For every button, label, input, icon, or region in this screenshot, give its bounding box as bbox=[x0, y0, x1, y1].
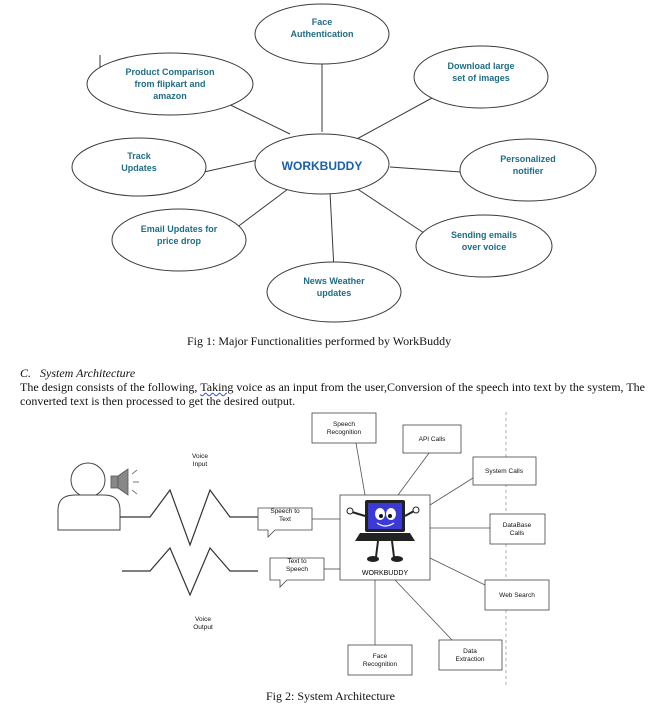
face-recognition-box bbox=[347, 644, 413, 676]
speech-recognition-label: Speech bbox=[333, 421, 355, 428]
personalized-notifier-node bbox=[459, 138, 597, 202]
system-calls-box bbox=[472, 456, 537, 486]
sending-emails-label: over voice bbox=[462, 242, 507, 252]
api-calls-label: API Calls bbox=[419, 436, 446, 443]
data-extraction-label: Data bbox=[463, 648, 477, 655]
para-text-1: The design consists of the following, bbox=[20, 380, 201, 394]
speech-to-text-label: Speech to bbox=[270, 508, 300, 515]
voice-output-label: Output bbox=[193, 624, 213, 631]
web-search-label: Web Search bbox=[499, 592, 535, 599]
voice-input-label: Voice bbox=[192, 453, 208, 460]
section-heading: C. System Architecture bbox=[20, 366, 135, 381]
download-images-label: set of images bbox=[452, 73, 510, 83]
fig1-connectors bbox=[203, 64, 462, 271]
track-updates-label: Updates bbox=[121, 163, 157, 173]
database-calls-label: Calls bbox=[510, 530, 525, 537]
database-calls-box bbox=[489, 513, 546, 545]
fig2-connectors bbox=[355, 442, 490, 645]
news-weather-label: updates bbox=[317, 288, 352, 298]
face-recognition-label: Face bbox=[373, 653, 388, 660]
voice-output-wave bbox=[122, 546, 258, 597]
speech-recognition-box bbox=[311, 412, 377, 444]
voice-input-label: Input bbox=[193, 461, 208, 468]
product-comparison-label: amazon bbox=[153, 91, 187, 101]
speech-recognition-label: Recognition bbox=[327, 429, 362, 436]
download-images-label: Download large bbox=[447, 61, 514, 71]
fig1-caption: Fig 1: Major Functionalities performed b… bbox=[187, 334, 452, 348]
sending-emails-label: Sending emails bbox=[451, 230, 517, 240]
speech-to-text-bubble bbox=[257, 507, 313, 538]
email-updates-label: Email Updates for bbox=[141, 224, 218, 234]
face-auth-label: Authentication bbox=[291, 29, 354, 39]
email-updates-label: price drop bbox=[157, 236, 202, 246]
section-paragraph: The design consists of the following, Ta… bbox=[20, 380, 645, 408]
product-comparison-label: Product Comparison bbox=[125, 67, 214, 77]
speaker-icon bbox=[110, 468, 139, 496]
para-text-misspelled: Taking bbox=[200, 380, 234, 394]
api-calls-box bbox=[402, 424, 462, 454]
email-updates-node bbox=[111, 208, 247, 272]
text-to-speech-label: Speech bbox=[286, 566, 308, 573]
database-calls-label: DataBase bbox=[503, 522, 532, 529]
personalized-notifier-label: Personalized bbox=[500, 154, 556, 164]
download-images-node bbox=[413, 45, 549, 109]
speech-to-text-label: Text bbox=[279, 516, 291, 523]
face-recognition-label: Recognition bbox=[363, 661, 398, 668]
system-calls-label: System Calls bbox=[485, 468, 524, 475]
text-to-speech-bubble bbox=[269, 557, 325, 588]
product-comparison-node bbox=[86, 52, 254, 116]
user-icon bbox=[57, 462, 121, 531]
web-search-box bbox=[484, 579, 550, 611]
news-weather-node bbox=[266, 261, 402, 323]
section-title: System Architecture bbox=[40, 366, 136, 380]
data-extraction-label: Extraction bbox=[456, 656, 485, 663]
data-extraction-box bbox=[438, 639, 503, 671]
para-text-2: voice as an input from the user,Conversi… bbox=[20, 380, 645, 408]
workbuddy-box-label: WORKBUDDY bbox=[362, 570, 409, 577]
face-auth-label: Face bbox=[312, 17, 333, 27]
voice-input-wave bbox=[120, 488, 258, 547]
track-updates-label: Track bbox=[127, 151, 152, 161]
laptop-mascot-icon bbox=[346, 500, 420, 562]
section-number: C. bbox=[20, 366, 32, 380]
text-to-speech-label: Text to bbox=[287, 558, 307, 565]
fig1-center-label: WORKBUDDY bbox=[282, 159, 363, 173]
personalized-notifier-label: notifier bbox=[513, 166, 544, 176]
fig2-caption: Fig 2: System Architecture bbox=[266, 689, 395, 703]
product-comparison-label: from flipkart and bbox=[134, 79, 205, 89]
workbuddy-center-node bbox=[254, 133, 390, 195]
sending-emails-node bbox=[415, 214, 553, 278]
news-weather-label: News Weather bbox=[303, 276, 365, 286]
face-auth-node bbox=[254, 3, 390, 65]
voice-output-label: Voice bbox=[195, 616, 211, 623]
track-updates-node bbox=[71, 137, 207, 197]
